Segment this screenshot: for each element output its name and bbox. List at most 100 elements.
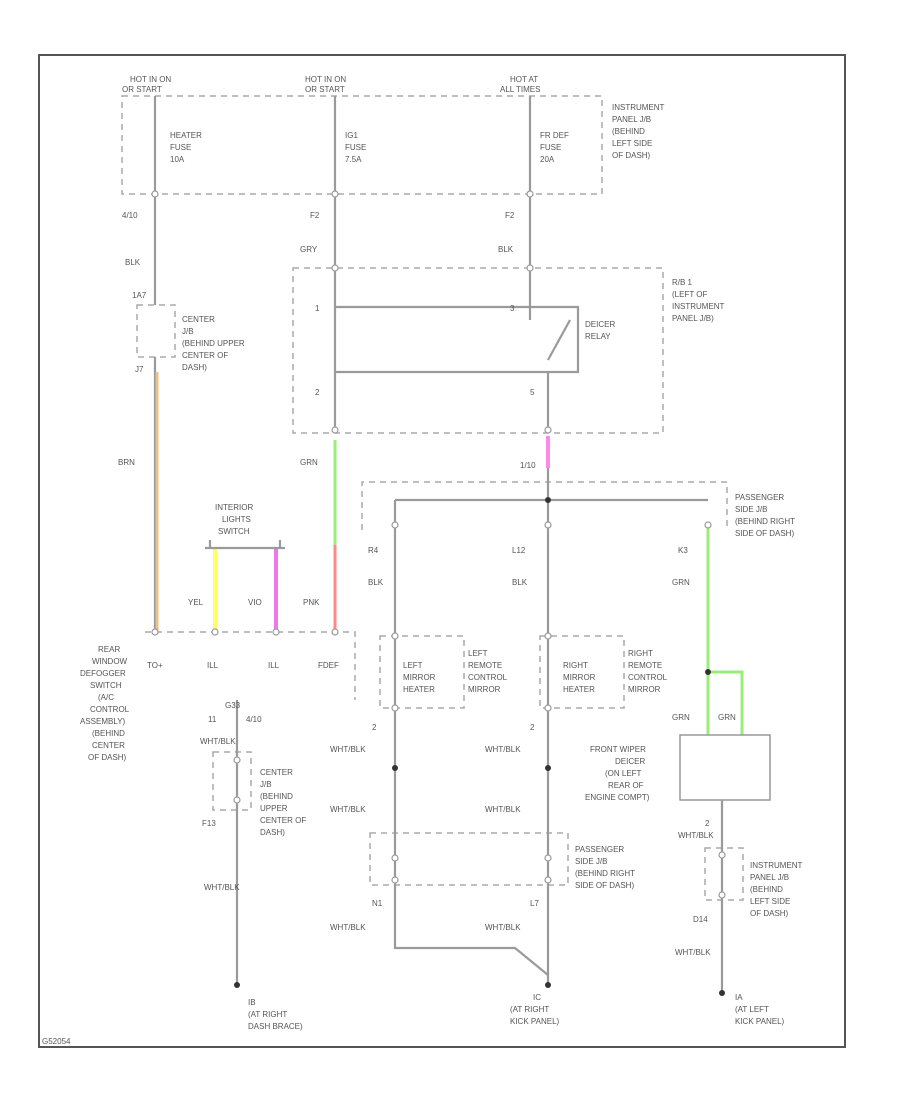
relay-label-1: DEICER	[585, 320, 615, 329]
svg-text:(BEHIND: (BEHIND	[92, 729, 125, 738]
svg-text:PANEL J/B: PANEL J/B	[750, 873, 789, 882]
svg-text:SWITCH: SWITCH	[90, 681, 122, 690]
svg-text:DEFOGGER: DEFOGGER	[80, 669, 126, 678]
svg-text:CENTER: CENTER	[92, 741, 125, 750]
right-remote-4: MIRROR	[628, 685, 661, 694]
center-jb-lower-label: CENTER J/B (BEHIND UPPER CENTER OF DASH)	[260, 768, 306, 837]
ip-jb-top-1: INSTRUMENT	[612, 103, 665, 112]
conn-c13: K3	[678, 546, 688, 555]
right-remote-2: REMOTE	[628, 661, 662, 670]
wire-grn-1: GRN	[300, 458, 318, 467]
svg-text:CENTER OF: CENTER OF	[260, 816, 306, 825]
conn-c10: 1/10	[520, 461, 536, 470]
relay-block-1: R/B 1	[672, 278, 693, 287]
wire-wb-8: WHT/BLK	[330, 923, 366, 932]
ground-dot	[545, 982, 551, 988]
svg-text:(BEHIND: (BEHIND	[260, 792, 293, 801]
hot-left-sub: OR START	[122, 85, 162, 94]
ground-mid-label: IC (AT RIGHT KICK PANEL)	[510, 993, 560, 1026]
ip-jb-bottom-label: INSTRUMENT PANEL J/B (BEHIND LEFT SIDE O…	[750, 861, 803, 918]
hot-mid-sub: OR START	[305, 85, 345, 94]
conn-c17: 11	[208, 715, 217, 724]
wire-vio: VIO	[248, 598, 262, 607]
wire-wb-7: WHT/BLK	[204, 883, 240, 892]
wire-blk-1: BLK	[125, 258, 141, 267]
interior-switch-legs	[208, 540, 282, 548]
right-mirror-3: HEATER	[563, 685, 595, 694]
conn-c4: 1A7	[132, 291, 147, 300]
ip-jb-top-box	[121, 95, 603, 195]
svg-text:DASH): DASH)	[260, 828, 285, 837]
conn-c9: 5	[530, 388, 535, 397]
conn-c6: 1	[315, 304, 320, 313]
svg-text:REAR: REAR	[98, 645, 120, 654]
conn-c19: F13	[202, 819, 216, 828]
svg-text:REAR OF: REAR OF	[608, 781, 644, 790]
svg-text:(AT RIGHT: (AT RIGHT	[510, 1005, 549, 1014]
right-remote-3: CONTROL	[628, 673, 668, 682]
pass-jb-top-4: SIDE OF DASH)	[735, 529, 794, 538]
hot-right-sub: ALL TIMES	[500, 85, 540, 94]
switch-block-label: REAR WINDOW DEFOGGER SWITCH (A/C CONTROL…	[80, 645, 130, 762]
left-mirror-wire	[393, 500, 549, 976]
svg-text:ASSEMBLY): ASSEMBLY)	[80, 717, 126, 726]
wire-blk-2: BLK	[498, 245, 514, 254]
conn-c1: 4/10	[122, 211, 138, 220]
hot-right: HOT AT	[510, 75, 538, 84]
pass-jb-top-2: SIDE J/B	[735, 505, 767, 514]
wire-yel: YEL	[188, 598, 204, 607]
wire-wb-9: WHT/BLK	[485, 923, 521, 932]
diagram-frame	[38, 54, 846, 1048]
wiper-deicer-label: FRONT WIPER DEICER (ON LEFT REAR OF ENGI…	[585, 745, 650, 802]
conn-c23: D14	[693, 915, 708, 924]
heater-fuse-3: 10A	[170, 155, 185, 164]
ip-jb-top-5: OF DASH)	[612, 151, 651, 160]
svg-text:OF DASH): OF DASH)	[750, 909, 789, 918]
ground-dot	[234, 982, 240, 988]
center-jb-2: J/B	[182, 327, 194, 336]
wire-wb-2: WHT/BLK	[330, 745, 366, 754]
conn-c3: F2	[505, 211, 515, 220]
svg-text:SIDE J/B: SIDE J/B	[575, 857, 607, 866]
wire-wb-1: WHT/BLK	[200, 737, 236, 746]
hot-mid: HOT IN ON	[305, 75, 346, 84]
center-jb-4: CENTER OF	[182, 351, 228, 360]
wire-pnk: PNK	[303, 598, 320, 607]
svg-text:ENGINE COMPT): ENGINE COMPT)	[585, 793, 650, 802]
svg-text:INSTRUMENT: INSTRUMENT	[750, 861, 803, 870]
svg-text:(AT LEFT: (AT LEFT	[735, 1005, 769, 1014]
left-remote-2: REMOTE	[468, 661, 502, 670]
relay-block-box	[292, 267, 664, 434]
pass-jb-bottom-label: PASSENGER SIDE J/B (BEHIND RIGHT SIDE OF…	[575, 845, 635, 890]
relay-contact	[547, 319, 571, 361]
wire-grn-4: GRN	[718, 713, 736, 722]
wire-grn-2: GRN	[672, 578, 690, 587]
ip-jb-top-4: LEFT SIDE	[612, 139, 652, 148]
svg-text:IA: IA	[735, 993, 743, 1002]
svg-text:(AT RIGHT: (AT RIGHT	[248, 1010, 287, 1019]
left-remote-3: CONTROL	[468, 673, 508, 682]
conn-c14: 2	[372, 723, 377, 732]
conn-c12: L12	[512, 546, 526, 555]
ground-left-label: IB (AT RIGHT DASH BRACE)	[248, 998, 303, 1031]
pin-3: ILL	[268, 661, 280, 670]
conn-c22: 2	[705, 819, 710, 828]
svg-text:KICK PANEL): KICK PANEL)	[510, 1017, 560, 1026]
pass-jb-bottom-box	[369, 832, 569, 886]
ip-jb-top-3: (BEHIND	[612, 127, 645, 136]
svg-text:(A/C: (A/C	[98, 693, 114, 702]
junction-dot	[545, 765, 551, 771]
wire-gry: GRY	[300, 245, 318, 254]
center-jb-lower-box	[212, 751, 252, 811]
left-mirror-2: MIRROR	[403, 673, 436, 682]
right-mirror-box	[539, 635, 625, 709]
svg-text:WINDOW: WINDOW	[92, 657, 128, 666]
conn-c21: L7	[530, 899, 539, 908]
relay-block-2: (LEFT OF	[672, 290, 708, 299]
wire-grn-3: GRN	[672, 713, 690, 722]
left-mirror-box	[379, 635, 465, 709]
junction-dot	[392, 765, 398, 771]
conn-c16: G33	[225, 701, 241, 710]
pin-2: ILL	[207, 661, 219, 670]
interior-2: LIGHTS	[222, 515, 251, 524]
